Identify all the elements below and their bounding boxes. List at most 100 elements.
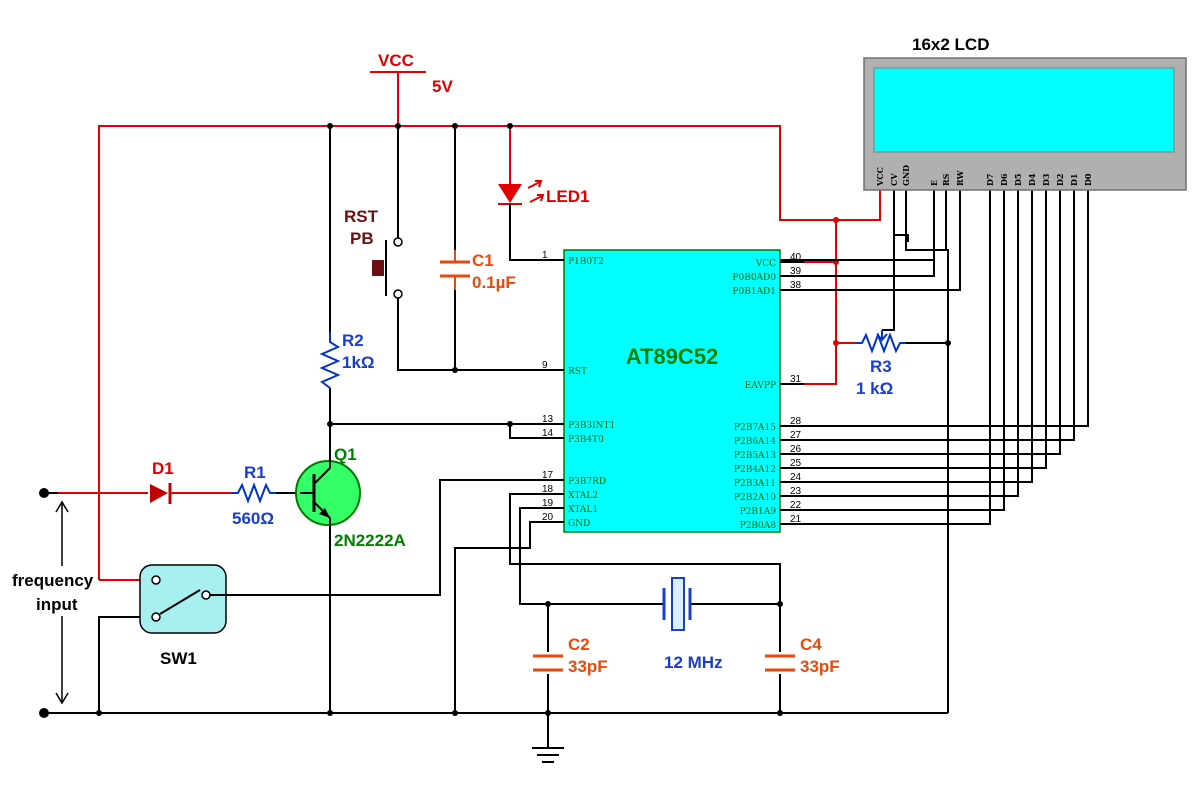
mcu-pin-number: 26 [790, 444, 802, 455]
lcd-pin-rs: RS [941, 173, 951, 186]
mcu-pin-name: GND [568, 519, 590, 529]
mcu-pin-name: EAVPP [745, 381, 776, 391]
mcu-left-pins: 1P1B0T29RST13P3B3INT114P3B4T017P3B7RD18X… [540, 250, 615, 529]
lcd-pin-d7: D7 [985, 173, 995, 186]
sw1-label: SW1 [160, 649, 197, 668]
d1-icon [150, 484, 168, 503]
lcd-pin-d6: D6 [999, 173, 1009, 186]
mcu-pin-number: 17 [542, 470, 554, 481]
mcu-pin-name: P0B0AD0 [732, 273, 776, 283]
q1-part: 2N2222A [334, 531, 406, 550]
mcu-pin-name: P3B3INT1 [568, 421, 615, 431]
signal-net [44, 126, 1089, 763]
mcu-pin-name: P2B3A11 [734, 479, 776, 489]
lcd-pin-d1: D1 [1069, 173, 1079, 186]
mcu-pin-number: 40 [790, 252, 802, 263]
lcd-title: 16x2 LCD [912, 35, 989, 54]
mcu-pin-name: P3B4T0 [568, 435, 604, 445]
crystal-12mhz [662, 577, 692, 631]
mcu-pin-name: P2B4A12 [734, 465, 776, 475]
c2-name: C2 [568, 635, 590, 654]
d1-label: D1 [152, 459, 174, 478]
mcu-pin-name: P2B1A9 [740, 507, 777, 517]
mcu-pin-number: 23 [790, 486, 802, 497]
lcd-pin-d3: D3 [1041, 173, 1051, 186]
mcu-pin-number: 18 [542, 484, 554, 495]
mcu-pin-number: 9 [542, 360, 548, 371]
mcu-pin-name: P0B1AD1 [732, 287, 776, 297]
r3-value: 1 kΩ [856, 379, 893, 398]
r1-value: 560Ω [232, 509, 274, 528]
mcu-pin-number: 13 [542, 414, 554, 425]
c4-capacitor [765, 654, 795, 672]
q1-transistor [295, 460, 361, 526]
mcu-pin-name: P1B0T2 [568, 257, 604, 267]
q1-name: Q1 [334, 445, 357, 464]
c4-name: C4 [800, 635, 822, 654]
mcu-right-pins: 40VCC39P0B0AD038P0B1AD131EAVPP28P2B7A152… [732, 252, 804, 531]
lcd-pin-e: E [929, 180, 939, 186]
r2-value: 1kΩ [342, 353, 375, 372]
mcu-pin-name: VCC [755, 259, 776, 269]
r2-resistor [319, 332, 341, 389]
mcu-pin-number: 22 [790, 500, 802, 511]
led1-icon [498, 184, 522, 203]
sw1-switch [139, 564, 227, 634]
lcd-pin-gnd: GND [901, 165, 911, 186]
led1-label: LED1 [546, 187, 589, 206]
r1-resistor [232, 482, 276, 504]
mcu-pin-number: 20 [542, 512, 554, 523]
mcu-pin-number: 27 [790, 430, 802, 441]
mcu-pin-name: P3B7RD [568, 477, 606, 487]
mcu-pin-number: 25 [790, 458, 802, 469]
crystal-label: 12 MHz [664, 653, 723, 672]
r3-potentiometer [856, 330, 906, 354]
signal-junctions [39, 340, 951, 718]
mcu-pin-number: 38 [790, 280, 802, 291]
mcu-pin-number: 14 [542, 428, 554, 439]
mcu-pin-number: 28 [790, 416, 802, 427]
mcu-pin-name: P2B5A13 [734, 451, 776, 461]
mcu-pin-number: 19 [542, 498, 554, 509]
c4-value: 33pF [800, 657, 840, 676]
mcu-pin-name: XTAL1 [568, 505, 598, 515]
mcu-pin-number: 24 [790, 472, 802, 483]
c2-value: 33pF [568, 657, 608, 676]
mcu-pin-number: 31 [790, 374, 802, 385]
c2-capacitor [533, 654, 563, 672]
mcu-pin-number: 21 [790, 514, 802, 525]
r1-name: R1 [244, 463, 266, 482]
lcd-pin-rw: RW [955, 170, 965, 186]
mcu-pin-number: 1 [542, 250, 548, 261]
rst-label: RST [344, 207, 379, 226]
lcd-pin-d2: D2 [1055, 173, 1065, 186]
mcu-pin-number: 39 [790, 266, 802, 277]
power-net [58, 71, 881, 581]
c1-value: 0.1µF [472, 273, 516, 292]
mcu-pin-name: P2B2A10 [734, 493, 776, 503]
lcd-pin-d5: D5 [1013, 173, 1023, 186]
frequency-label: frequency [12, 571, 94, 590]
mcu-pin-name: P2B7A15 [734, 423, 776, 433]
lcd-pin-vcc: VCC [875, 167, 885, 187]
mcu-pin-name: RST [568, 367, 587, 377]
c1-capacitor [440, 250, 470, 290]
